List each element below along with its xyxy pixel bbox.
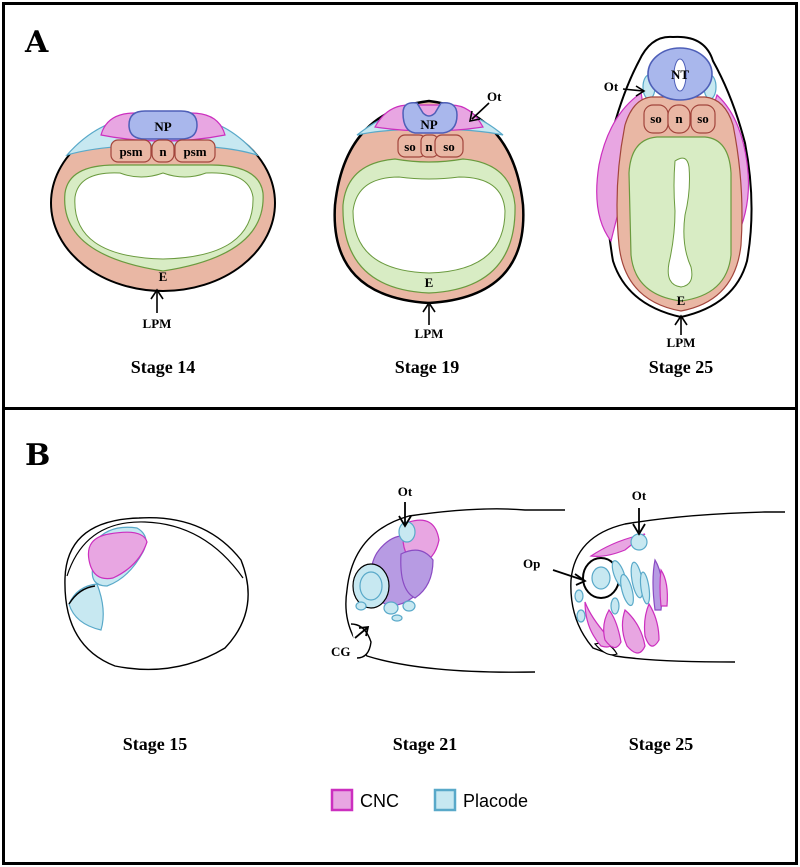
stage14-np-label: NP	[154, 119, 171, 134]
legend-label-placode: Placode	[463, 791, 528, 811]
stage15-placode-anterior	[68, 583, 104, 631]
stage14-e-label: E	[159, 269, 168, 284]
legend-label-cnc: CNC	[360, 791, 399, 811]
stage14-psm-right	[174, 139, 216, 163]
stage14-neural-plate	[128, 110, 198, 140]
stage21-dorsal-outline	[346, 508, 565, 591]
stage19-neural-plate	[402, 101, 458, 134]
stage25-neural-canal	[673, 58, 687, 92]
stage19-e-label: E	[425, 275, 434, 290]
stage15-cnc	[87, 531, 148, 580]
panel-a-illustration: NP psm n psm E LPM NP so n so E	[50, 35, 753, 377]
stage14-gut-lumen	[74, 172, 254, 260]
stage14-lpm-label: LPM	[143, 316, 172, 331]
stage19-n-label: n	[425, 139, 433, 154]
stage25-lateral-op-arrow	[552, 569, 584, 581]
stage21-cnc-stream-3	[400, 549, 434, 599]
stage21-ot-label: Ot	[398, 484, 413, 499]
stage25-embryo: NT so n so E Ot LPM	[596, 35, 753, 350]
stage21-otic-placode	[398, 521, 416, 543]
stage25-n-label: n	[675, 111, 683, 126]
legend-swatch-cnc	[330, 788, 354, 812]
panel-b-stage-label-1: Stage 15	[123, 734, 188, 754]
stage21-cg-arrow	[354, 627, 368, 639]
stage25-so-left-label: so	[650, 111, 662, 126]
stage25-lpm-label: LPM	[667, 335, 696, 350]
stage25-ot-arrow	[622, 88, 644, 92]
stage25-lateral-op-label: Op	[523, 556, 540, 571]
stage25-lateral-dorsal-outline	[570, 511, 785, 581]
stage19-ot-arrow	[471, 102, 490, 120]
stage25-lateral-ventral-outline	[570, 579, 736, 663]
stage14-notochord	[151, 139, 175, 163]
stage25-nt-label: NT	[671, 67, 689, 82]
legend-swatch-placode	[433, 788, 457, 812]
stage15-embryo	[64, 516, 249, 671]
stage25-lateral-embryo: Ot Op	[523, 488, 785, 663]
stage19-so-left-label: so	[404, 139, 416, 154]
stage25-gut-lumen	[667, 157, 693, 288]
panel-b-illustration: Ot CG	[64, 484, 785, 812]
stage14-embryo: NP psm n psm E LPM	[50, 110, 276, 331]
stage19-so-right	[434, 134, 464, 158]
panel-a: A NP psm n psm E LPM	[2, 2, 798, 410]
stage25-lateral-ot-label: Ot	[632, 488, 647, 503]
stage19-gut-lumen	[352, 176, 506, 274]
legend: CNC Placode	[330, 788, 528, 812]
stage19-lpm-label: LPM	[415, 326, 444, 341]
panel-a-stage-label-2: Stage 19	[395, 357, 460, 377]
stage14-psm-left	[110, 139, 152, 163]
stage21-ventral-outline	[345, 589, 536, 673]
panel-b-stage-label-3: Stage 25	[629, 734, 694, 754]
stage21-cg-label: CG	[331, 644, 351, 659]
stage19-ot-label: Ot	[487, 89, 502, 104]
panel-b-letter: B	[25, 438, 51, 473]
panel-b: B Ot	[2, 407, 798, 865]
stage25-lateral-otic-placode	[630, 533, 648, 551]
panel-a-letter: A	[25, 25, 49, 60]
stage25-ot-label: Ot	[604, 79, 619, 94]
stage25-e-label: E	[677, 293, 686, 308]
stage19-so-right-label: so	[443, 139, 455, 154]
stage14-n-label: n	[159, 144, 167, 159]
stage15-dorsal-line	[66, 521, 244, 579]
panel-a-stage-label-3: Stage 25	[649, 357, 714, 377]
panel-a-stage-label-1: Stage 14	[131, 357, 196, 377]
stage25-so-right	[690, 104, 716, 134]
stage14-psm-left-label: psm	[119, 144, 142, 159]
stage19-np-label: NP	[420, 117, 437, 132]
stage25-notochord	[667, 104, 691, 134]
stage25-so-right-label: so	[697, 111, 709, 126]
stage19-embryo: NP so n so E Ot LPM	[333, 89, 525, 341]
stage14-psm-right-label: psm	[183, 144, 206, 159]
panel-b-stage-label-2: Stage 21	[393, 734, 458, 754]
stage21-embryo: Ot CG	[331, 484, 565, 673]
